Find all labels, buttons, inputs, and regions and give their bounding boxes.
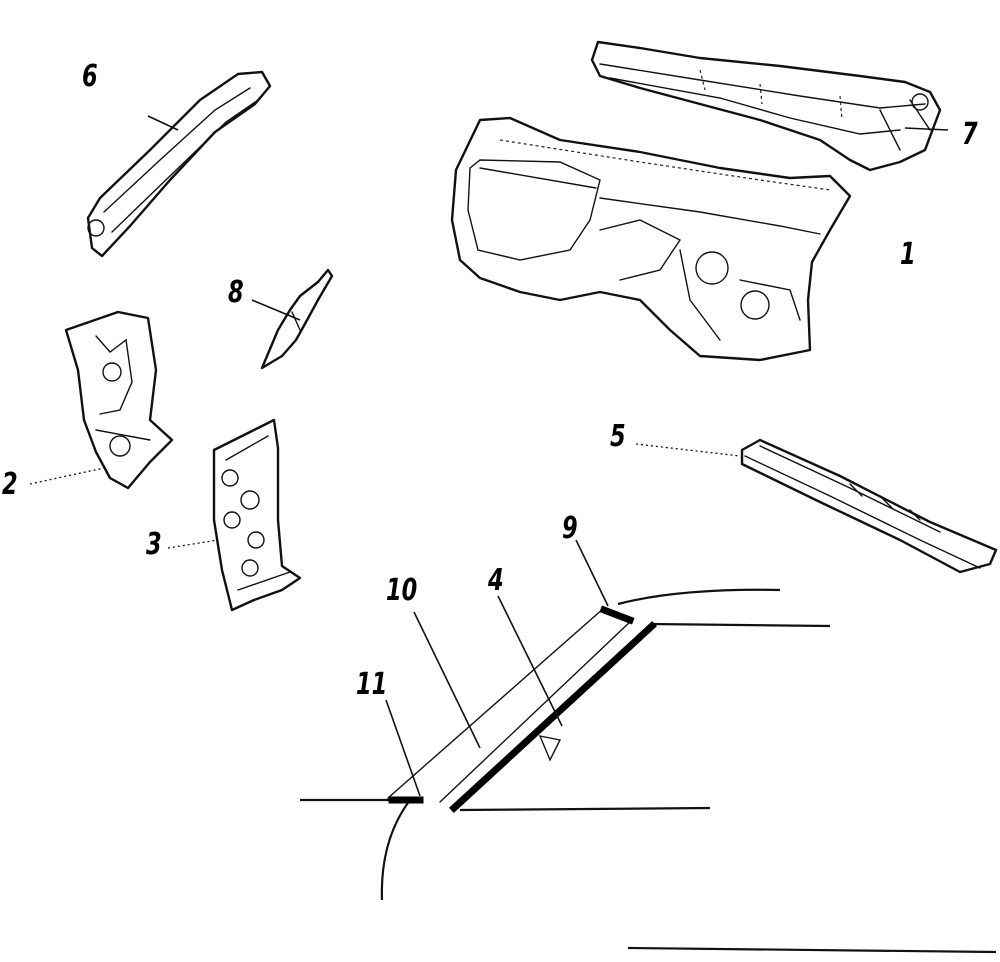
callout-6: 6 bbox=[82, 59, 98, 94]
part-5-sill bbox=[740, 438, 998, 574]
body-pillar-assembly bbox=[300, 588, 997, 954]
callout-2: 2 bbox=[2, 467, 18, 502]
part-1-dash-panel bbox=[450, 116, 852, 362]
callout-7: 7 bbox=[962, 117, 978, 152]
callout-4: 4 bbox=[488, 563, 504, 598]
callout-8: 8 bbox=[228, 275, 244, 310]
callout-11: 11 bbox=[356, 667, 388, 702]
callout-9: 9 bbox=[562, 511, 578, 546]
part-8-bracket bbox=[260, 268, 334, 370]
callout-3: 3 bbox=[146, 527, 162, 562]
part-2-pillar bbox=[64, 310, 174, 490]
part-6-rail bbox=[86, 70, 272, 258]
callout-10: 10 bbox=[386, 573, 418, 608]
callout-5: 5 bbox=[610, 419, 626, 454]
part-3-inner-panel bbox=[212, 418, 302, 612]
part-7-cowl-panel bbox=[590, 40, 942, 172]
callout-1: 1 bbox=[900, 237, 916, 272]
leader-lines bbox=[29, 115, 949, 797]
